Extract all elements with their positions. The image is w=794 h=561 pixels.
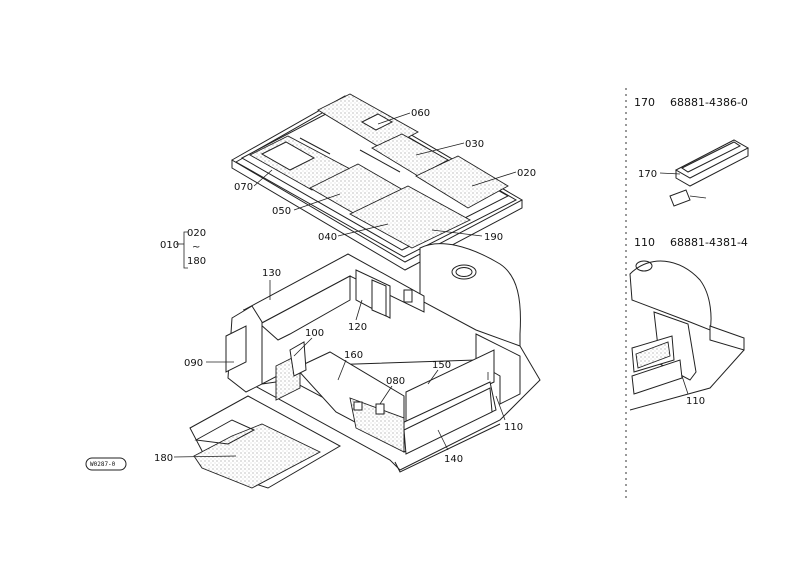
side-part-110-ref: 110	[634, 236, 655, 249]
callout-070: 070	[234, 182, 253, 193]
side-part-110: 110 68881-4381-4 110	[629, 236, 748, 411]
tub-body	[225, 243, 541, 473]
cover-panel-assembly	[231, 93, 524, 271]
callout-180: 180	[154, 453, 173, 464]
drawing-stamp: W0287-0	[85, 457, 127, 471]
stamp-text: W0287-0	[90, 461, 116, 468]
callout-110-side: 110	[686, 396, 705, 407]
side-part-170: 170 68881-4386-0 170	[634, 96, 750, 207]
callout-030: 030	[465, 139, 484, 150]
callout-tilde: ~	[192, 242, 200, 253]
callout-130: 130	[262, 268, 281, 279]
callout-080: 080	[386, 376, 405, 387]
callout-050: 050	[272, 206, 291, 217]
side-part-170-ref: 170	[634, 96, 655, 109]
callout-090: 090	[184, 358, 203, 369]
callout-040: 040	[318, 232, 337, 243]
callout-100: 100	[305, 328, 324, 339]
floor-mat-180	[189, 395, 342, 489]
callout-020-group: 020	[187, 228, 206, 239]
callout-190: 190	[484, 232, 503, 243]
callouts: 060 030 020 070 050 040 190 010 020 ~ 18…	[154, 108, 536, 465]
callout-150: 150	[432, 360, 451, 371]
callout-140: 140	[444, 454, 463, 465]
leader-lines	[173, 112, 517, 458]
callout-020: 020	[517, 168, 536, 179]
callout-170: 170	[638, 169, 657, 180]
callout-010: 010	[160, 240, 179, 251]
callout-110: 110	[504, 422, 523, 433]
callout-120: 120	[348, 322, 367, 333]
callout-160: 160	[344, 350, 363, 361]
side-part-170-number: 68881-4386-0	[670, 96, 748, 109]
callout-180-group: 180	[187, 256, 206, 267]
side-part-110-number: 68881-4381-4	[670, 236, 748, 249]
callout-060: 060	[411, 108, 430, 119]
